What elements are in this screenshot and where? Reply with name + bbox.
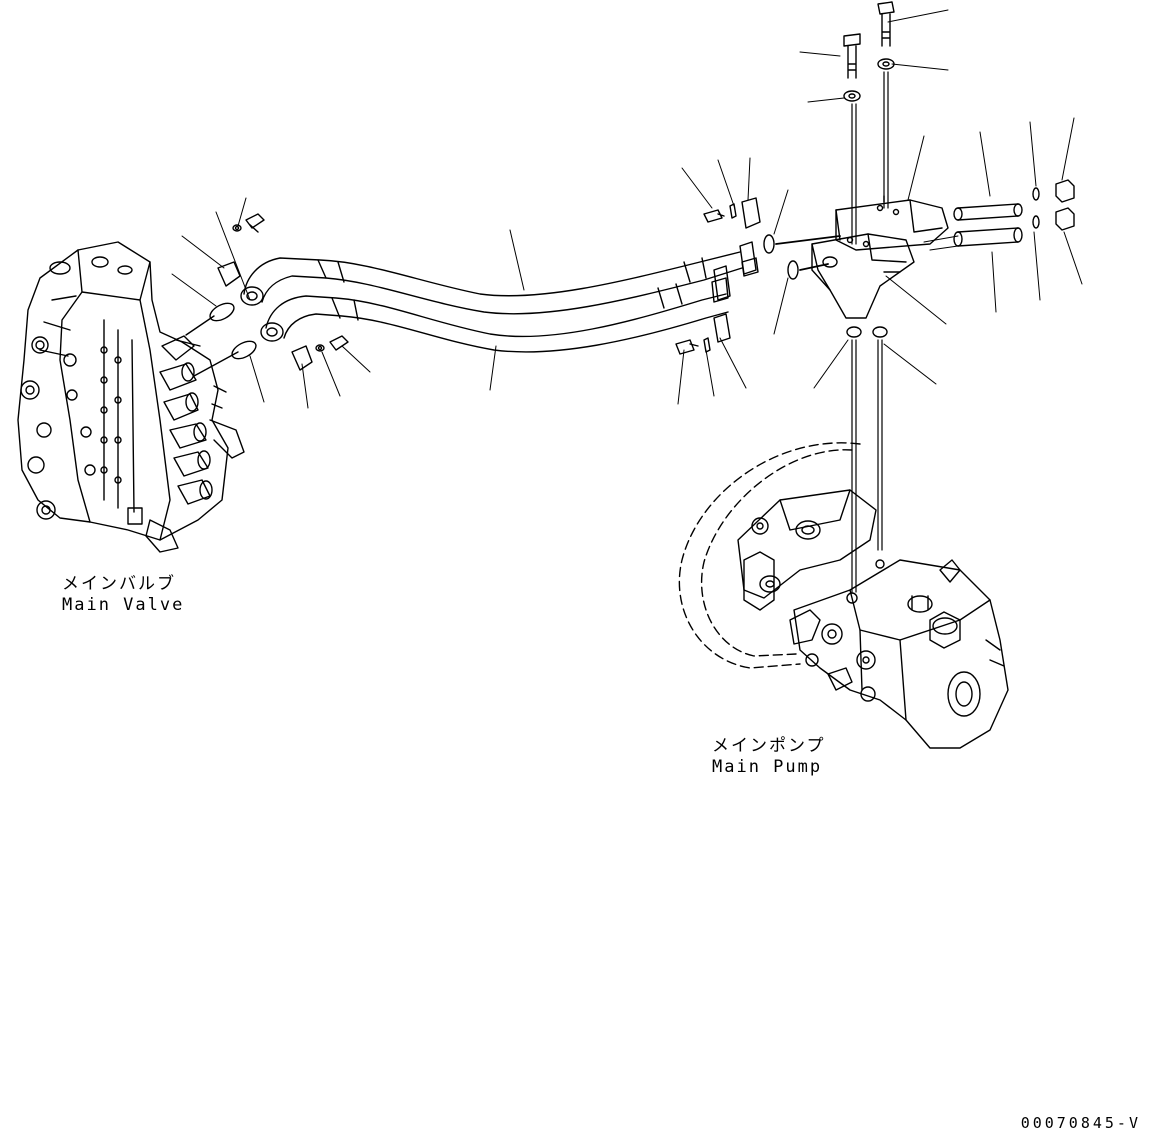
top-bolts: [844, 2, 894, 101]
pump-flange-hardware-upper: [704, 198, 760, 276]
plug-tubes: [924, 180, 1074, 250]
leader-lines: [172, 10, 1082, 408]
pipe-upper: [241, 242, 756, 314]
pump-flange-hardware-lower: [676, 278, 730, 354]
o-ring-pump-right: [873, 327, 887, 337]
main-valve-label-jp: メインバルブ: [62, 574, 176, 594]
pipe-lower: [261, 266, 730, 352]
o-ring-pump-end-lower: [788, 261, 798, 279]
main-pump-assembly: [679, 443, 1008, 748]
o-ring-pump-left: [847, 327, 861, 337]
drawing-code: 00070845-V: [1020, 1114, 1141, 1132]
valve-flange-lower: [292, 336, 348, 370]
main-pump-label-jp: メインポンプ: [712, 736, 826, 756]
o-ring-valve-lower: [229, 338, 259, 363]
main-valve-assembly: [18, 242, 244, 552]
o-ring-pump-end-upper: [764, 235, 774, 253]
junction-block-upper: [836, 196, 948, 250]
o-ring-valve-upper: [207, 300, 237, 325]
main-pump-label-en: Main Pump: [712, 757, 823, 777]
main-valve-label-en: Main Valve: [62, 595, 185, 615]
valve-flange-upper: [218, 214, 264, 286]
